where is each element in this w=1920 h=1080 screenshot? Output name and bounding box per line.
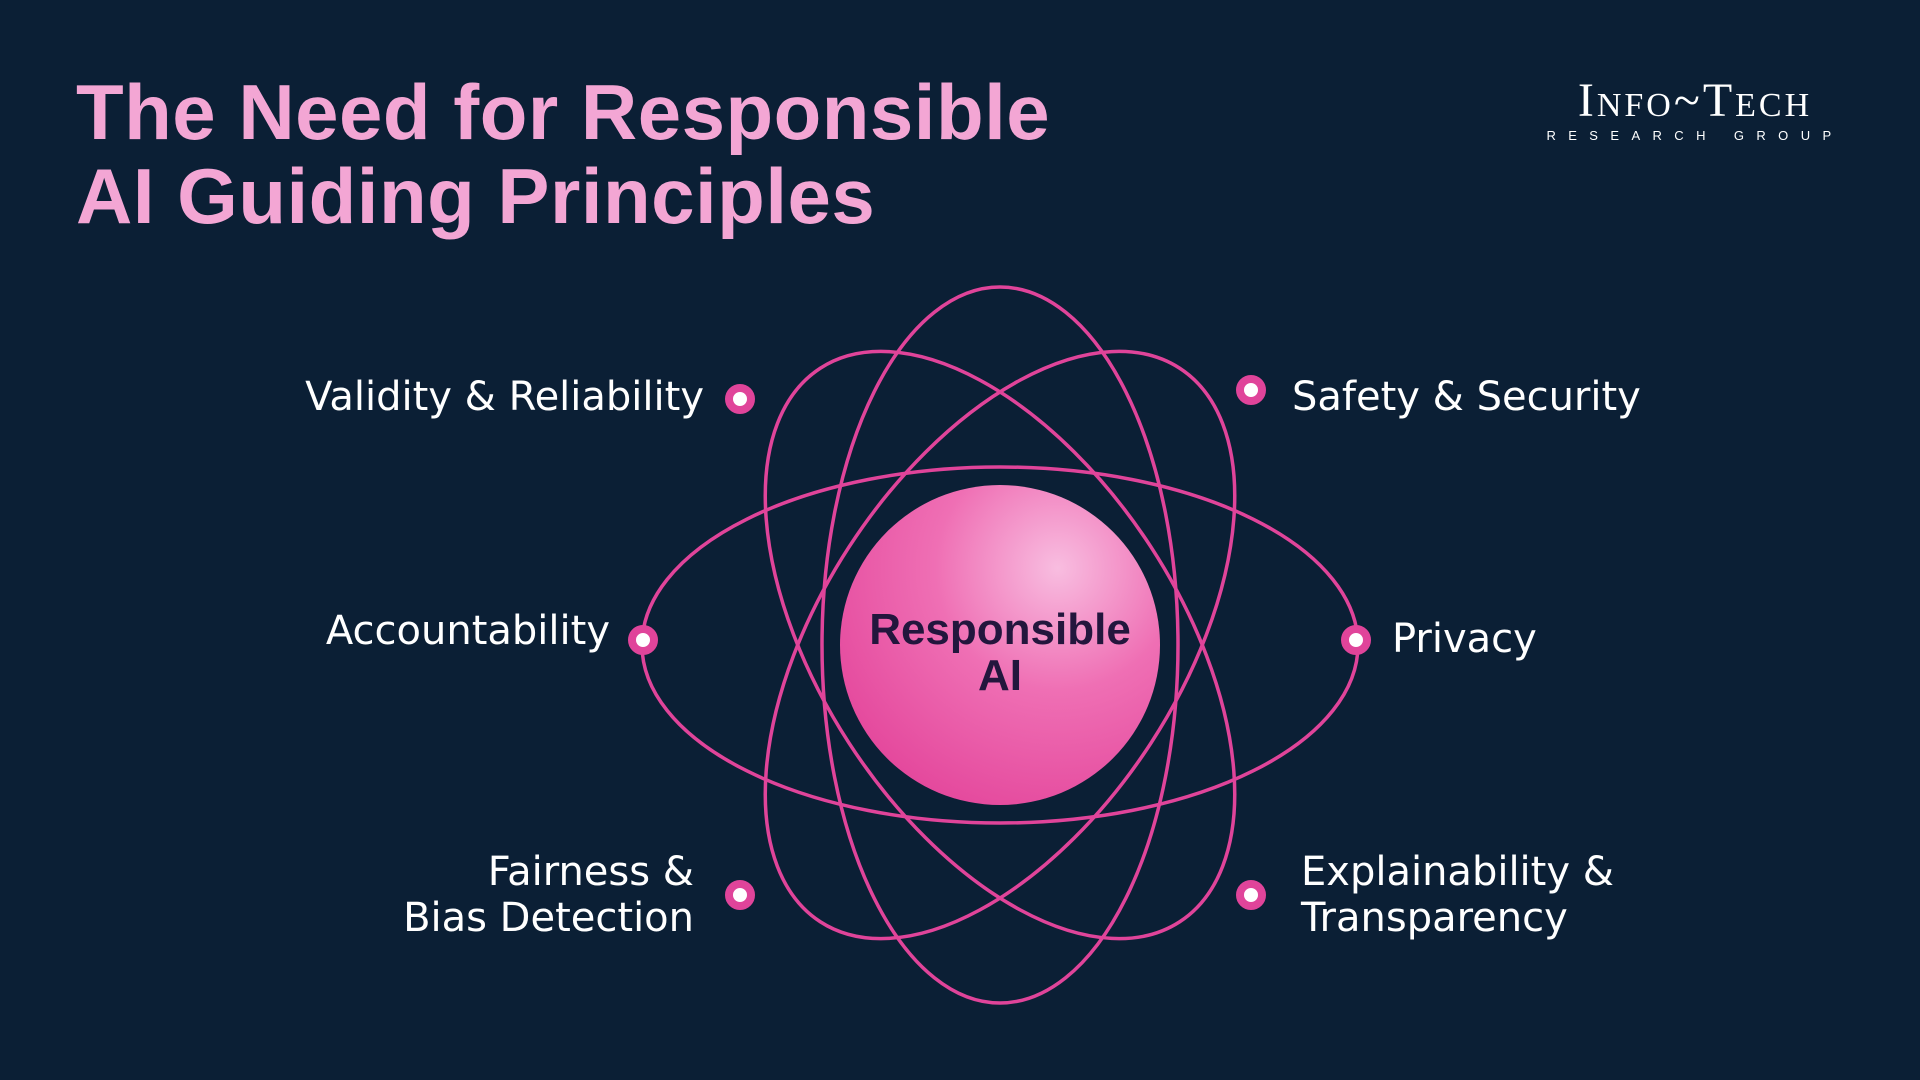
title-line-2: AI Guiding Principles bbox=[76, 152, 876, 240]
label-explainability-transparency-line-1: Explainability & bbox=[1301, 849, 1614, 895]
label-explainability-transparency-line-2: Transparency bbox=[1301, 895, 1568, 941]
page-title: The Need for Responsible AI Guiding Prin… bbox=[76, 70, 1050, 238]
title-line-1: The Need for Responsible bbox=[76, 68, 1051, 156]
label-privacy: Privacy bbox=[1392, 616, 1537, 662]
node-fairness-bias bbox=[725, 880, 755, 910]
center-label-line-1: Responsible bbox=[869, 605, 1131, 654]
label-privacy-line-1: Privacy bbox=[1392, 616, 1537, 662]
label-safety-security-line-1: Safety & Security bbox=[1292, 374, 1641, 420]
node-safety-security bbox=[1236, 375, 1266, 405]
info-tech-logo: Info~Tech RESEARCH GROUP bbox=[1540, 74, 1850, 144]
logo-wordmark: Info~Tech bbox=[1577, 74, 1813, 127]
responsible-ai-sphere bbox=[840, 485, 1160, 805]
label-accountability-line-1: Accountability bbox=[325, 608, 610, 654]
label-fairness-bias: Fairness & Bias Detection bbox=[403, 849, 694, 941]
label-safety-security: Safety & Security bbox=[1292, 374, 1641, 420]
node-explainability-transparency bbox=[1236, 880, 1266, 910]
node-accountability bbox=[628, 625, 658, 655]
node-privacy bbox=[1341, 625, 1371, 655]
node-validity-reliability bbox=[725, 384, 755, 414]
label-fairness-bias-line-2: Bias Detection bbox=[403, 895, 694, 941]
label-validity-reliability-line-1: Validity & Reliability bbox=[305, 374, 704, 420]
center-label-line-2: AI bbox=[978, 651, 1022, 700]
orbit-vertical bbox=[820, 285, 1180, 1005]
orbit-diagonal-right bbox=[763, 349, 1237, 941]
center-label: Responsible AI bbox=[830, 607, 1170, 699]
label-fairness-bias-line-1: Fairness & bbox=[487, 849, 694, 895]
orbit-diagonal-left bbox=[763, 349, 1237, 941]
logo-tagline: RESEARCH GROUP bbox=[1546, 128, 1844, 143]
label-accountability: Accountability bbox=[326, 608, 610, 654]
label-validity-reliability: Validity & Reliability bbox=[305, 374, 704, 420]
label-explainability-transparency: Explainability & Transparency bbox=[1301, 849, 1614, 941]
